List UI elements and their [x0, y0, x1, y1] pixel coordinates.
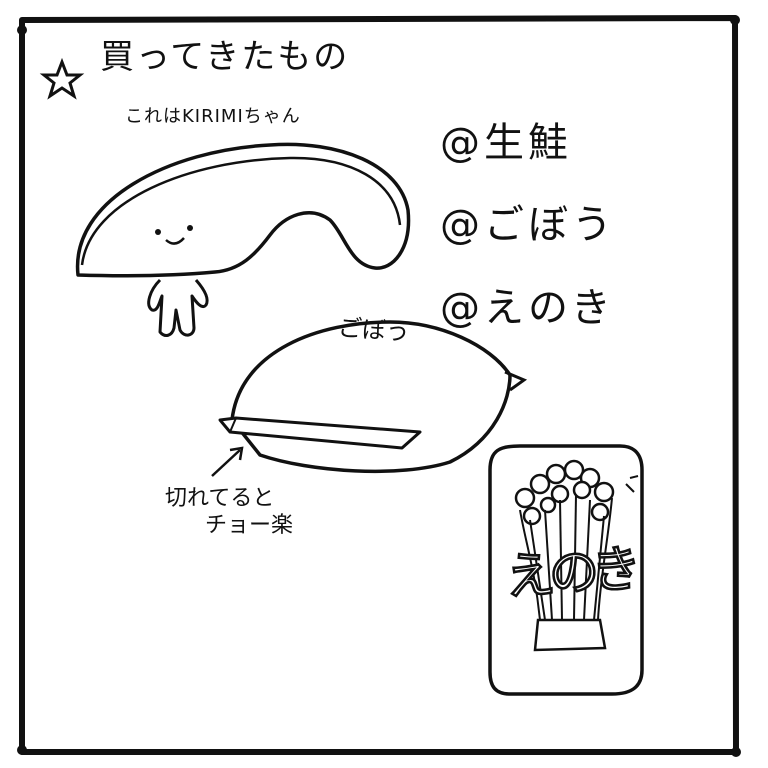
list-item-gobou: @ごぼう — [440, 202, 616, 248]
gobou-package — [218, 320, 528, 474]
gobou-package-label: ごぼう — [337, 313, 411, 347]
list-item-enoki: @えのき — [440, 285, 615, 331]
enoki-package — [488, 444, 644, 696]
kirimi-character — [75, 142, 411, 337]
cut-note-line1: 切れてると — [165, 486, 275, 511]
list-item-salmon: @生鮭 — [440, 120, 572, 166]
page-title: 買ってきたもの — [100, 37, 350, 77]
enoki-package-label: えのき — [503, 539, 638, 607]
kirimi-caption: これはKIRIMIちゃん — [125, 106, 301, 127]
cut-note-line2: チョー楽 — [205, 513, 294, 538]
pointer-arrow — [211, 446, 244, 477]
star-outline-icon — [39, 57, 85, 100]
